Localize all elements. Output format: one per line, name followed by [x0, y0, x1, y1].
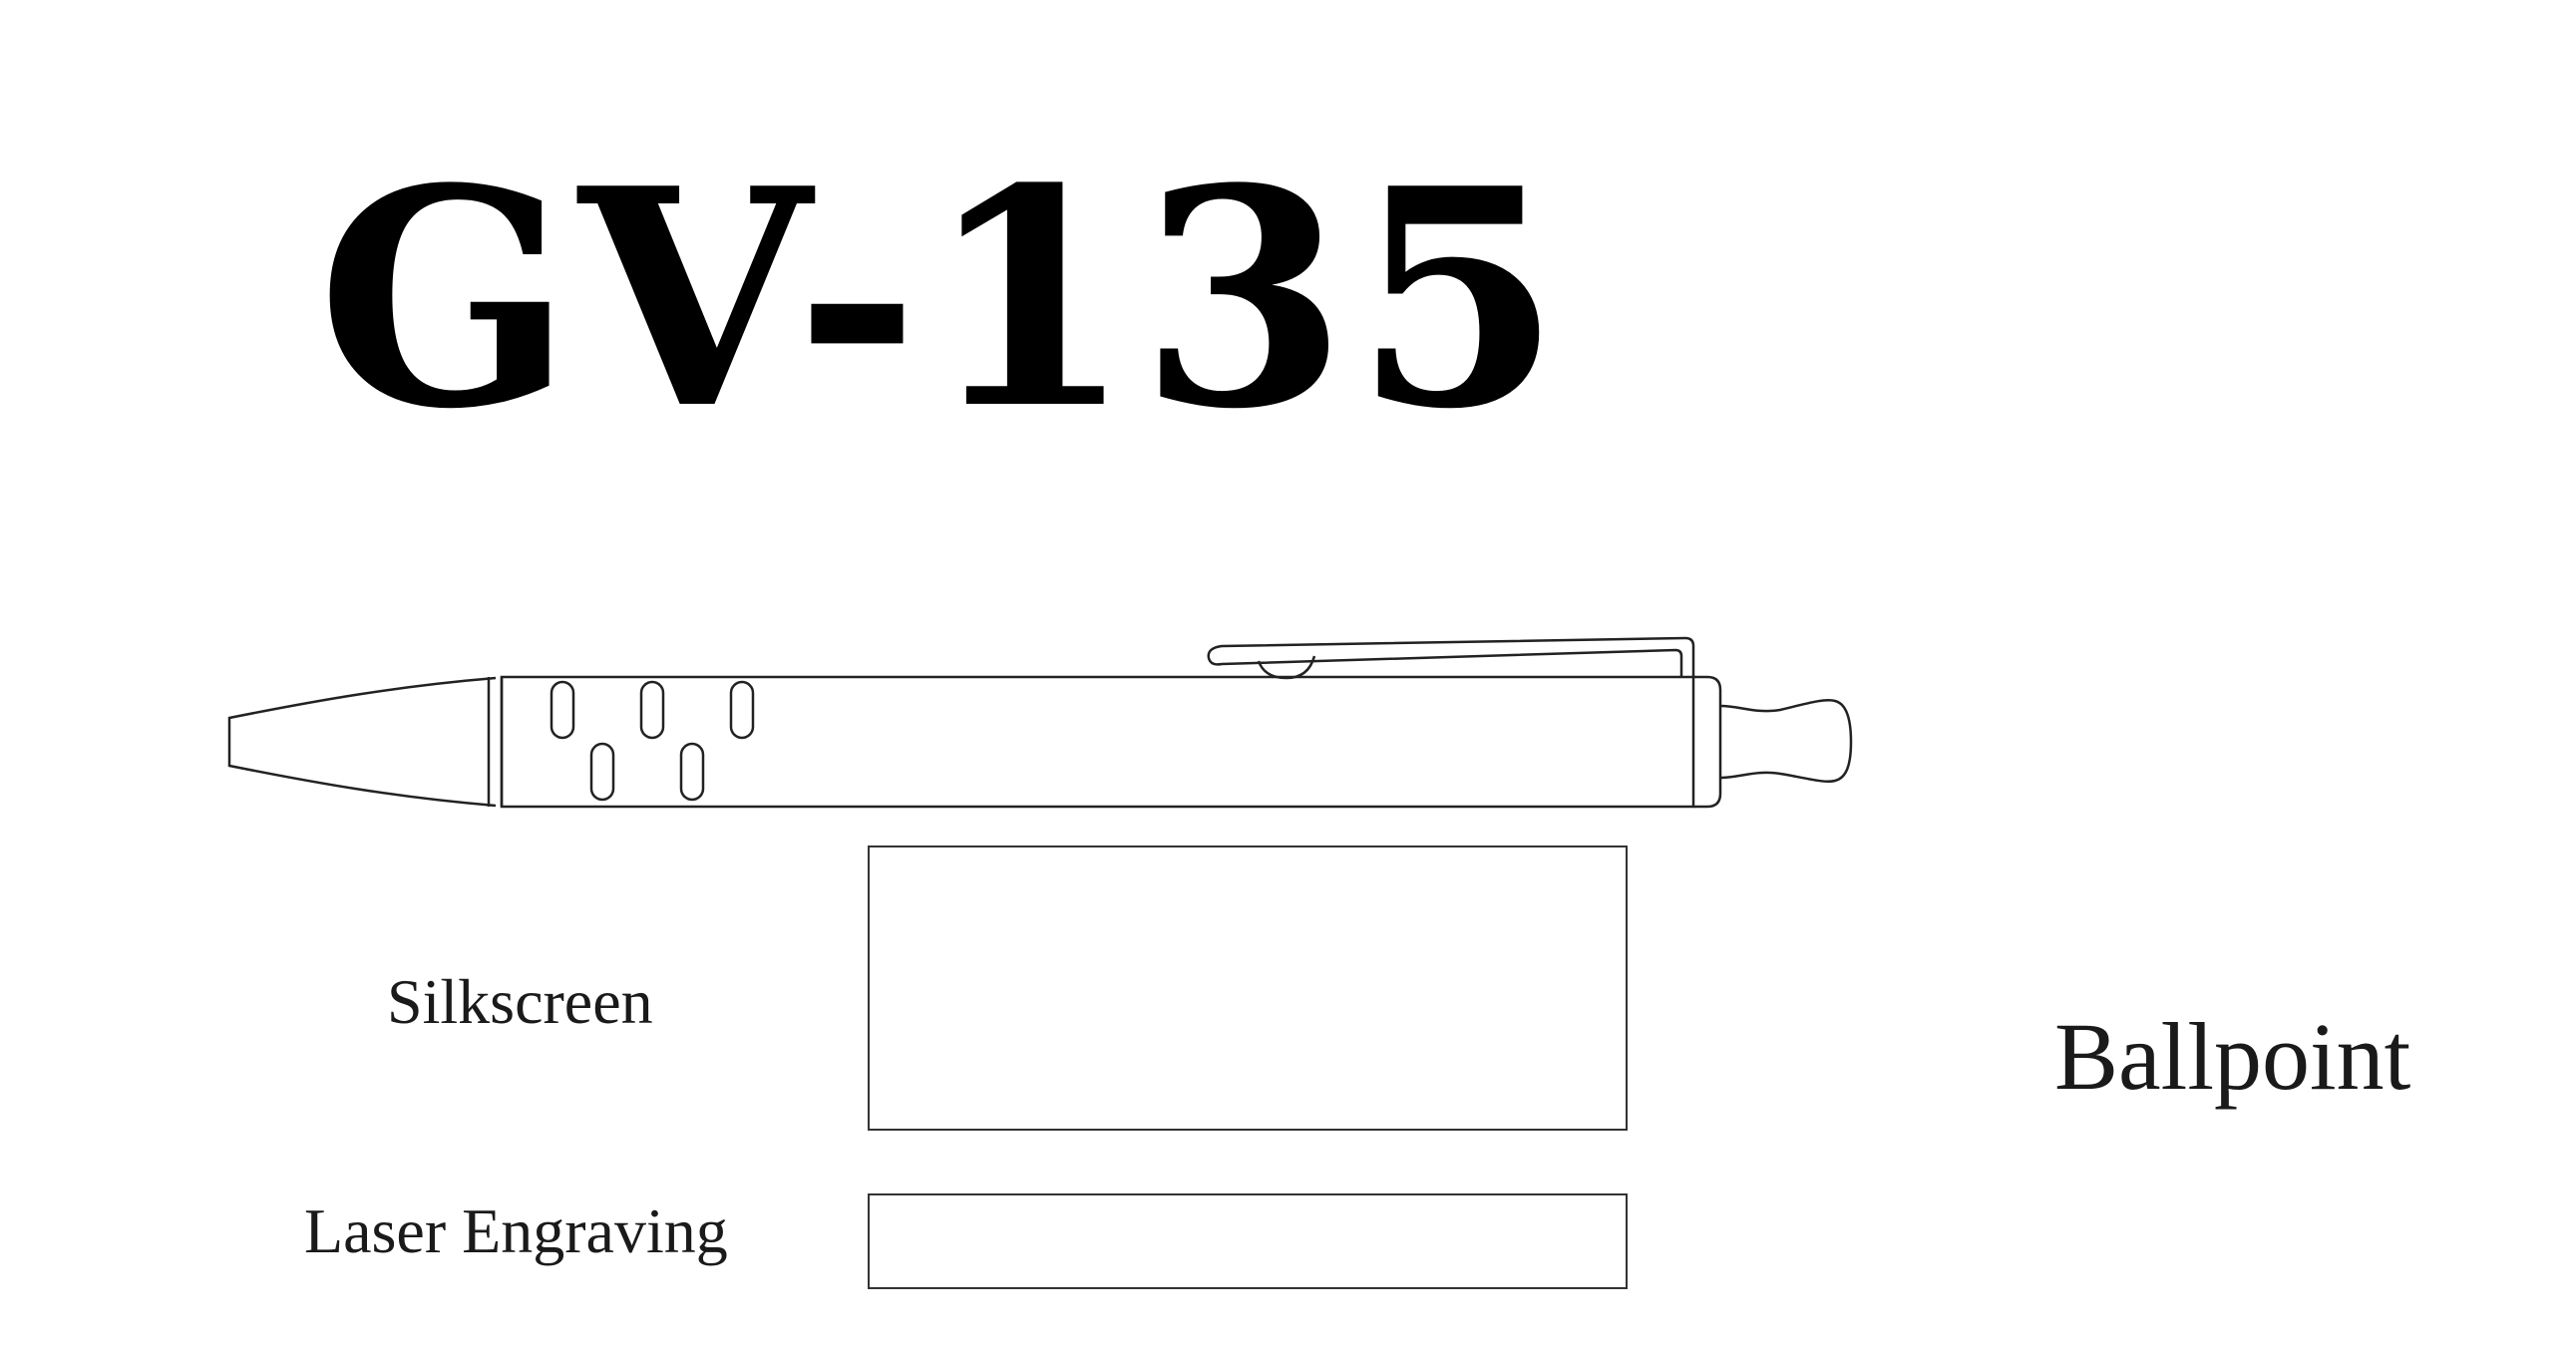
product-title: GV-135	[317, 123, 1568, 475]
grip-slot	[679, 742, 705, 802]
silkscreen-imprint-area	[868, 845, 1628, 1131]
laser-engraving-imprint-area	[868, 1193, 1628, 1289]
grip-slot	[639, 680, 665, 740]
pen-barrel	[500, 675, 1695, 809]
pen-rear-ring	[1693, 675, 1722, 809]
pen-clip	[1207, 636, 1695, 677]
pen-type-label: Ballpoint	[2054, 1003, 2411, 1110]
pen-clip-rivet	[1257, 655, 1316, 680]
pen-plunger	[1719, 699, 1853, 783]
pen-tip	[227, 676, 497, 808]
silkscreen-label: Silkscreen	[387, 966, 653, 1037]
grip-slot	[729, 680, 755, 740]
grip-slot	[550, 680, 575, 740]
laser-engraving-label: Laser Engraving	[304, 1195, 728, 1266]
grip-slot	[589, 742, 615, 802]
